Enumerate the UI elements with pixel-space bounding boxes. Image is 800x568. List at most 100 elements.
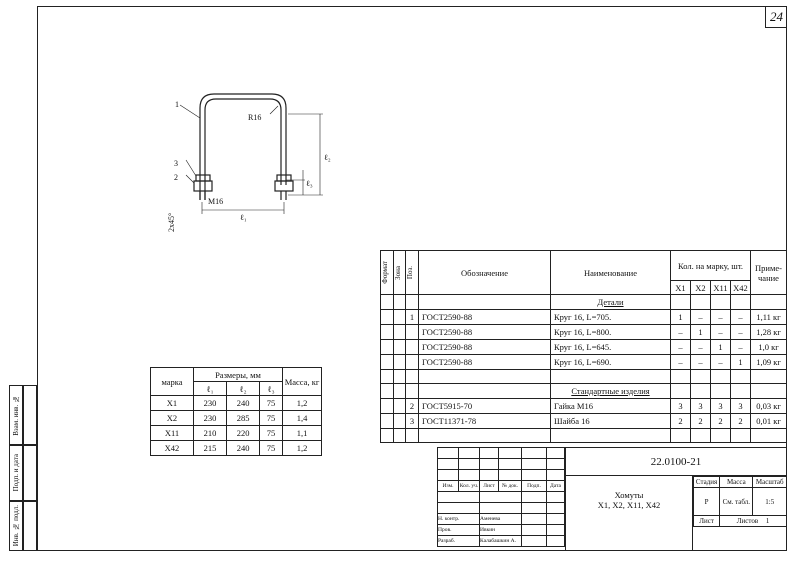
name-cell: Круг 16, L=690. (550, 354, 671, 370)
qty-cell: 2 (670, 413, 691, 429)
empty-cell (380, 354, 394, 370)
empty-cell (393, 398, 406, 414)
qty-cell: – (730, 339, 751, 355)
qty-cell: – (690, 354, 711, 370)
th-format: Формат (381, 261, 389, 284)
doc-number: 22.0100-21 (565, 447, 787, 476)
size-cell-mark: X42 (150, 440, 194, 456)
date-cell (546, 524, 565, 536)
qty-cell: – (670, 339, 691, 355)
revision-col-header: Кол. уч. (458, 480, 480, 492)
label-r16: R16 (248, 113, 261, 122)
qty-cell: 1 (710, 339, 731, 355)
blank-row (380, 369, 787, 384)
left-stamp: Взам. инв. № Подп. и дата Инв. № подл. (9, 385, 37, 551)
size-cell-l1: 210 (192, 425, 228, 441)
signer-name: Ивкин (479, 524, 522, 536)
stage-value: Р (692, 487, 721, 516)
clamp-drawing: 1 3 2 R16 M16 ℓ₁ ℓ₂ ℓ₃ 2x45° (167, 93, 331, 232)
size-cell-l1: 215 (192, 440, 228, 456)
label-l1: ℓ₁ (240, 213, 247, 222)
empty-cell (710, 428, 731, 443)
empty-cell (690, 294, 711, 310)
section-details: Детали (550, 294, 671, 310)
pos-cell: 3 (405, 413, 419, 429)
size-cell-l3: 75 (259, 410, 283, 426)
size-cell-mark: X2 (150, 410, 194, 426)
note-cell: 1,09 кг (750, 354, 787, 370)
empty-cell (380, 383, 394, 399)
pos-cell (405, 324, 419, 340)
empty-cell (710, 369, 731, 384)
stamp-replace-inv: Взам. инв. № (12, 394, 20, 436)
stage-label: Стадия (692, 476, 721, 488)
size-cell-mark: X11 (150, 425, 194, 441)
th-name: Наименование (550, 250, 671, 295)
empty-cell (405, 383, 419, 399)
name-cell: Гайка М16 (550, 398, 671, 414)
qty-cell: – (670, 324, 691, 340)
empty-cell (380, 339, 394, 355)
empty-cell (393, 413, 406, 429)
stamp-inv-original: Инв. № подл. (12, 505, 20, 547)
empty-cell (393, 324, 406, 340)
section-row: Детали (380, 294, 787, 310)
stage-grid: Стадия Масса Масштаб Р См. табл. 1:5 Лис… (692, 476, 787, 527)
qty-cell: 3 (730, 398, 751, 414)
date-cell (546, 513, 565, 525)
scale-label: Масштаб (752, 476, 787, 488)
callout-3: 3 (174, 159, 178, 168)
empty-cell (750, 383, 787, 399)
empty-cell (405, 369, 419, 384)
th-mark-x42: X42 (730, 280, 751, 295)
empty-cell (730, 383, 751, 399)
designation-cell: ГОСТ2590-88 (418, 339, 551, 355)
empty-cell (750, 294, 787, 310)
empty-cell (393, 369, 406, 384)
spec-table: Формат Зона Поз. Обозначение Наименовани… (380, 250, 787, 443)
size-cell-l1: 230 (192, 410, 228, 426)
revision-col-header: Дата (546, 480, 565, 492)
empty-cell (405, 294, 419, 310)
note-cell: 0,01 кг (750, 413, 787, 429)
title-line-2: X1, X2, X11, X42 (597, 500, 661, 510)
signer-role: Н. контр. (437, 513, 480, 525)
qty-cell: – (710, 309, 731, 325)
label-l2: ℓ₂ (324, 153, 331, 162)
designation-cell: ГОСТ5915-70 (418, 398, 551, 414)
callout-2: 2 (174, 173, 178, 182)
scale-value: 1:5 (752, 487, 787, 516)
empty-cell (393, 309, 406, 325)
empty-cell (380, 428, 394, 443)
pos-cell (405, 339, 419, 355)
sheets-value: 1 (765, 517, 770, 525)
title-cell: Хомуты X1, X2, X11, X42 (565, 476, 693, 551)
qty-cell: – (730, 324, 751, 340)
stamp-cell (23, 501, 37, 551)
signature-cell (521, 524, 547, 536)
size-cell-l2: 240 (226, 395, 261, 411)
designation-cell: ГОСТ2590-88 (418, 324, 551, 340)
signer-name: Калабашкин А. (479, 535, 522, 547)
th-l2: ℓ₂ (226, 381, 261, 396)
empty-cell (730, 428, 751, 443)
size-cell-mass: 1,2 (282, 395, 322, 411)
th-qty: Кол. на марку, шт. (670, 250, 751, 281)
size-cell-mark: X1 (150, 395, 194, 411)
empty-cell (418, 294, 551, 310)
date-cell (546, 535, 565, 547)
mass-value: См. табл. (719, 487, 754, 516)
empty-cell (550, 428, 671, 443)
empty-cell (418, 369, 551, 384)
empty-cell (750, 369, 787, 384)
signer-row: Н. контр.Аменева (437, 513, 565, 525)
th-designation: Обозначение (418, 250, 551, 295)
size-cell-l3: 75 (259, 440, 283, 456)
th-mark-x11: X11 (710, 280, 731, 295)
mass-label: Масса (719, 476, 754, 488)
